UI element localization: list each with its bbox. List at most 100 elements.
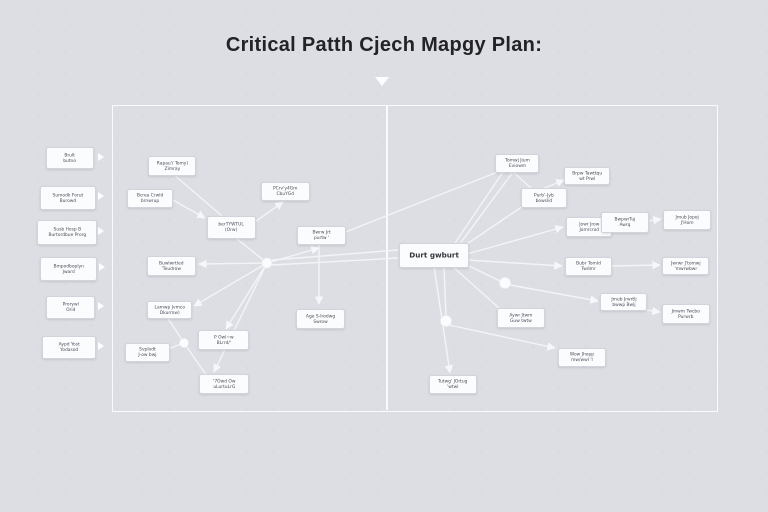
label-line: mw/wwl 'l (571, 357, 593, 363)
label-line: Susb Hosp B (53, 226, 81, 232)
diagram-node[interactable]: PCrv'y4Gm CbuYGd (261, 182, 310, 201)
label-line: Prorywl (62, 301, 79, 307)
diagram-node[interactable]: Tutwg' JOrtug 'wtwl (429, 375, 477, 394)
label-line: Jwrwr J'tomwj (670, 260, 701, 266)
chevron-right-icon (98, 342, 104, 350)
diagram-node[interactable]: Jmub Jopoj J'Hom (663, 210, 711, 230)
node-label: Tomwj Jium Eviowm (505, 158, 530, 169)
diagram-node[interactable]: Jmwm Twcbo Purwrb (662, 304, 710, 324)
chevron-right-icon (99, 263, 105, 271)
node-label: Jwrwr J'tomwj 'mwrwbwr (671, 260, 701, 271)
node-label: Bubr Tomld Twdmr (576, 261, 601, 272)
diagram-node[interactable]: BwpwrTuj Awrq (601, 212, 649, 233)
label-line: Jmub Jrwrtlj (610, 296, 637, 302)
label-line: Orid (65, 307, 76, 313)
label-line: Bcrea Crwld (136, 192, 164, 198)
label-line: (Orw) (225, 227, 238, 233)
sidebar-item[interactable]: Brult butno (46, 147, 94, 169)
diagram-node[interactable]: P Owl~w BLrrd/' (198, 330, 249, 350)
label-line: Guw twtw (510, 318, 532, 323)
node-label: Age S-Irodwg Swrow (306, 313, 335, 324)
sidebar-item-label: Prorywl Orid (62, 302, 78, 313)
label-line: 'Teudrow (161, 266, 182, 271)
label-line: bwwp Bwlj (611, 302, 636, 307)
diagram-node[interactable]: Brpw Tawttqu wt Prwl (564, 167, 610, 185)
diagram-node[interactable]: Buwlwrtled 'Teudrow (147, 256, 196, 276)
node-label: Bcrea Crwld brnwrup (137, 193, 163, 204)
label-line: Brpw Tawttqu (572, 170, 602, 176)
label-line: Tutwg' JOrtug (438, 378, 468, 384)
label-line: '7Owd Ow (212, 378, 236, 384)
chevron-right-icon (98, 192, 104, 200)
sidebar-item[interactable]: Bmpodboplyn Jward (40, 257, 97, 281)
diagram-node[interactable]: Age S-Irodwg Swrow (296, 309, 345, 329)
diagram-node[interactable]: Tomwj Jium Eviowm (495, 154, 539, 173)
diagram-node[interactable]: '7Owd Ow uLurtuLrG (199, 374, 249, 394)
label-line: Jmwm Twcbo (671, 308, 701, 314)
label-line: Twdmr (581, 266, 596, 272)
label-line: Purwrb (678, 314, 694, 319)
label-line: Eviowm (508, 163, 526, 169)
diagram-node[interactable]: berTYWTUL (Orw) (207, 216, 256, 239)
sidebar-item-label: Brult butno (64, 152, 77, 163)
label-line: P Owl~w (213, 334, 234, 340)
label-line: Brult (64, 152, 76, 158)
diagram-node[interactable]: Aywr Jtwm Guw twtw (497, 308, 545, 328)
label-line: J'Hom (680, 220, 694, 225)
label-line: Wow Jhopp (569, 351, 595, 357)
label-line: Bmpodboplyn (53, 263, 84, 269)
sidebar-item-label: Aypd Yost Yodasod (58, 342, 79, 353)
label-line: Swrow (313, 319, 328, 324)
node-label: Wow Jhopp mw/wwl 'l (570, 352, 594, 363)
label-line: Jmub Jopoj (675, 214, 699, 220)
label-line: Tomwj Jium (504, 157, 530, 163)
label-line: 'mwrwbwr (674, 266, 697, 271)
sidebar-item[interactable]: Susb Hosp B Burtordbue Prorg (37, 220, 97, 245)
label-line: Sumodk Forut (52, 192, 84, 198)
label-line: Bubr Tomld (576, 260, 601, 266)
label-line: brnwrup (140, 198, 160, 204)
page-title: Critical Patth Cjech Mapgy Plan: (225, 34, 543, 56)
sidebar-item[interactable]: Prorywl Orid (46, 296, 95, 319)
node-label: Jmub Jrwrtlj bwwp Bwlj (611, 296, 636, 307)
label-line: bowslid (535, 198, 553, 203)
node-label: Bwrw Jrt purtw ' (312, 230, 330, 241)
sidebar-item[interactable]: Sumodk Forut Burowd (40, 186, 96, 210)
label-line: Aypd Yost (58, 341, 80, 347)
node-label: PCrv'y4Gm CbuYGd (273, 186, 297, 197)
label-line: wt Prwl (579, 176, 595, 181)
node-label: Durt gwburt (409, 252, 459, 260)
label-line: Jward (62, 269, 75, 274)
node-label: Rapau'/ Tomy) Zimray (156, 160, 187, 171)
diagram-node[interactable]: Wow Jhopp mw/wwl 'l (558, 348, 606, 367)
node-label: Purb'-Jyb bowslid (534, 192, 554, 203)
label-line: BLrrd/' (216, 340, 231, 345)
diagram-node[interactable]: Bubr Tomld Twdmr (565, 257, 612, 276)
diagram-node[interactable]: Bwrw Jrt purtw ' (297, 226, 346, 245)
diagram-node-start[interactable]: Durt gwburt (399, 243, 469, 268)
diagram-node[interactable]: Jwrwr J'tomwj 'mwrwbwr (662, 257, 709, 275)
label-line: berTYWTUL (218, 221, 245, 227)
node-label: Svplodt J-ow bwj (138, 347, 156, 358)
diagram-node[interactable]: Svplodt J-ow bwj (125, 343, 170, 362)
label-line: Rapau'/ Tomy) (156, 160, 188, 166)
label-line: Jomrcrod (579, 227, 599, 232)
node-label: BwpwrTuj Awrq (615, 217, 636, 228)
diagram-node[interactable]: Rapau'/ Tomy) Zimray (148, 156, 196, 176)
diagram-node[interactable]: Purb'-Jyb bowslid (521, 188, 567, 208)
node-label: Jmub Jopoj J'Hom (675, 214, 698, 225)
label-line: purtw ' (313, 235, 330, 241)
diagram-node[interactable]: Bcrea Crwld brnwrup (127, 189, 173, 208)
label-line: J-ow bwj (138, 352, 157, 358)
label-line: butno (63, 158, 77, 163)
diagram-node[interactable]: Lamwp Jvmco Dkurmw) (147, 301, 192, 319)
diagram-node[interactable]: Jmub Jrwrtlj bwwp Bwlj (600, 293, 647, 311)
sidebar-item[interactable]: Aypd Yost Yodasod (42, 336, 96, 359)
chevron-down-icon (375, 77, 389, 86)
node-label: Lamwp Jvmco Dkurmw) (154, 304, 185, 315)
node-label: Jmwm Twcbo Purwrb (672, 308, 700, 319)
label-line: Burtordbue Prorg (48, 232, 86, 238)
diagram-canvas (112, 105, 718, 412)
sidebar-item-label: Sumodk Forut Burowd (53, 192, 84, 203)
label-line: 'wtwl (447, 384, 459, 390)
